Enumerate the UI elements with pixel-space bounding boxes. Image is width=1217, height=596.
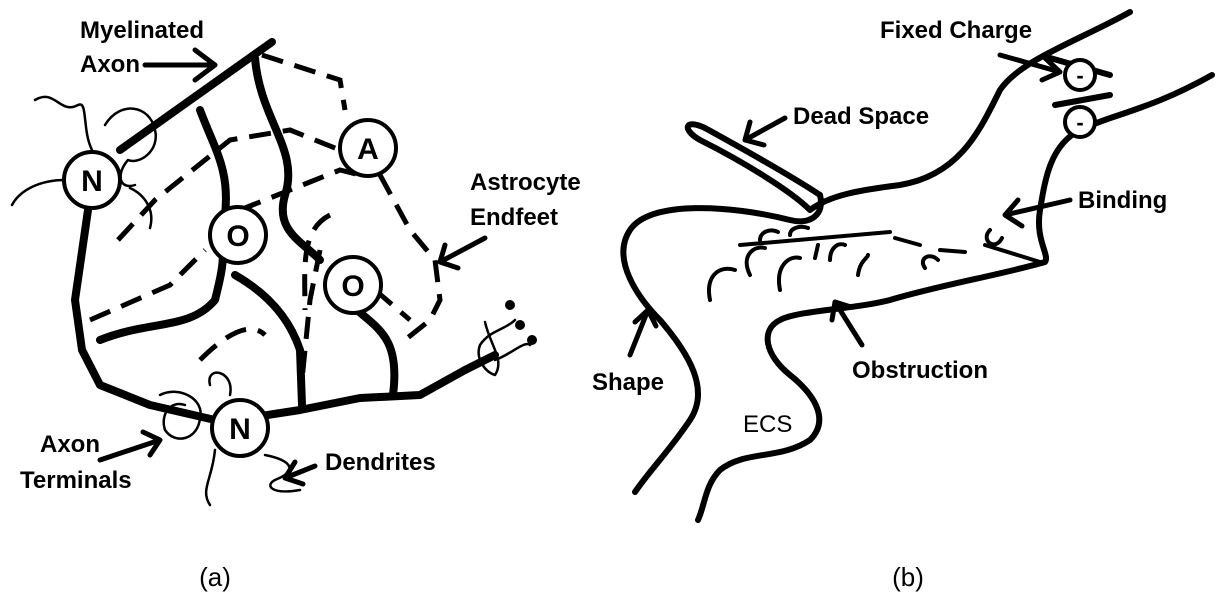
arrow-axon-terminals xyxy=(100,432,160,460)
arrow-astrocyte-endfeet xyxy=(440,238,485,268)
myelinated-axons xyxy=(75,42,495,420)
label-axon-terminals-2: Terminals xyxy=(20,467,132,494)
oligo-left-label: O xyxy=(226,220,249,253)
ecs-channel xyxy=(623,12,1212,520)
label-astrocyte: Astrocyte xyxy=(470,169,581,196)
label-axon-terminals-1: Axon xyxy=(40,431,100,458)
label-obstruction: Obstruction xyxy=(852,357,988,384)
label-fixed-charge: Fixed Charge xyxy=(880,17,1032,44)
oligo-right-label: O xyxy=(341,270,364,303)
oligodendrocyte-left: O xyxy=(210,207,266,263)
label-myelinated: Myelinated xyxy=(80,17,204,44)
panel-b: - - Fixed Charge Dead Space Binding Shap… xyxy=(592,12,1212,592)
arrow-dead-space xyxy=(745,118,785,145)
caption-a: (a) xyxy=(199,562,231,592)
arrow-myelinated-axon xyxy=(145,50,215,80)
charge-top-sign: - xyxy=(1076,63,1083,88)
neuron-top: N xyxy=(64,152,120,208)
binding-sites xyxy=(895,230,1040,268)
neuron-bottom: N xyxy=(212,400,268,456)
astrocyte-body: A xyxy=(340,120,396,176)
panel-a: N A O O N Myelinate xyxy=(12,17,581,592)
arrow-shape xyxy=(630,310,656,355)
label-axon: Axon xyxy=(80,51,140,78)
label-dendrites: Dendrites xyxy=(325,449,436,476)
charge-bottom-sign: - xyxy=(1076,110,1083,135)
oligodendrocyte-right: O xyxy=(325,257,381,313)
neuron-top-label: N xyxy=(81,165,103,198)
astrocyte-label: A xyxy=(357,133,379,166)
label-binding: Binding xyxy=(1078,187,1167,214)
caption-b: (b) xyxy=(892,562,924,592)
label-dead-space: Dead Space xyxy=(793,103,929,130)
neuron-bottom-label: N xyxy=(229,413,251,446)
label-endfeet: Endfeet xyxy=(470,204,558,231)
obstruction-branches xyxy=(709,227,890,300)
label-shape: Shape xyxy=(592,369,664,396)
label-ecs: ECS xyxy=(743,411,792,438)
